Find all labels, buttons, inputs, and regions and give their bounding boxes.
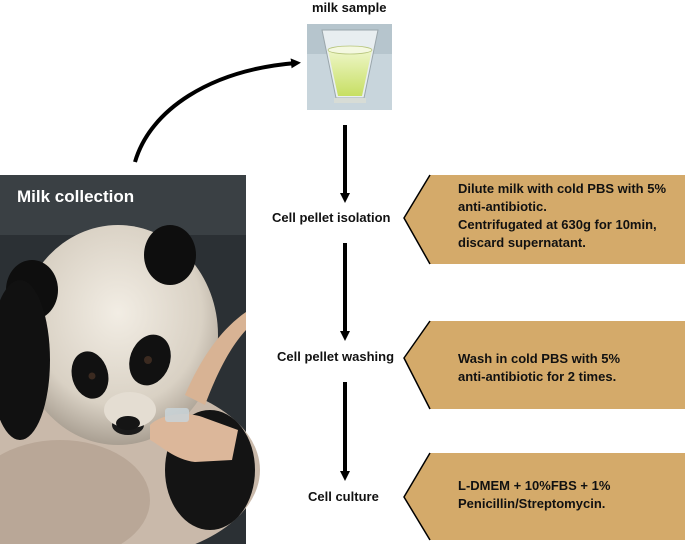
milk-collection-photo (0, 175, 260, 544)
step-label-culture: Cell culture (308, 489, 379, 504)
note-box-isolation (403, 174, 685, 265)
photo-title: Milk collection (17, 187, 135, 206)
note-text-culture: L-DMEM + 10%FBS + 1% Penicillin/Streptom… (458, 478, 611, 511)
curved-arrow (133, 58, 301, 163)
milk-sample-label: milk sample (312, 0, 387, 15)
note-text-washing: Wash in cold PBS with 5% anti-antibiotic… (458, 351, 621, 384)
note-box-washing (403, 320, 685, 410)
note-text-isolation: Dilute milk with cold PBS with 5% anti-a… (458, 181, 667, 250)
note-box-culture (403, 452, 685, 541)
step-label-isolation: Cell pellet isolation (272, 210, 391, 225)
step-label-washing: Cell pellet washing (277, 349, 395, 364)
milk-sample-photo (307, 24, 392, 110)
